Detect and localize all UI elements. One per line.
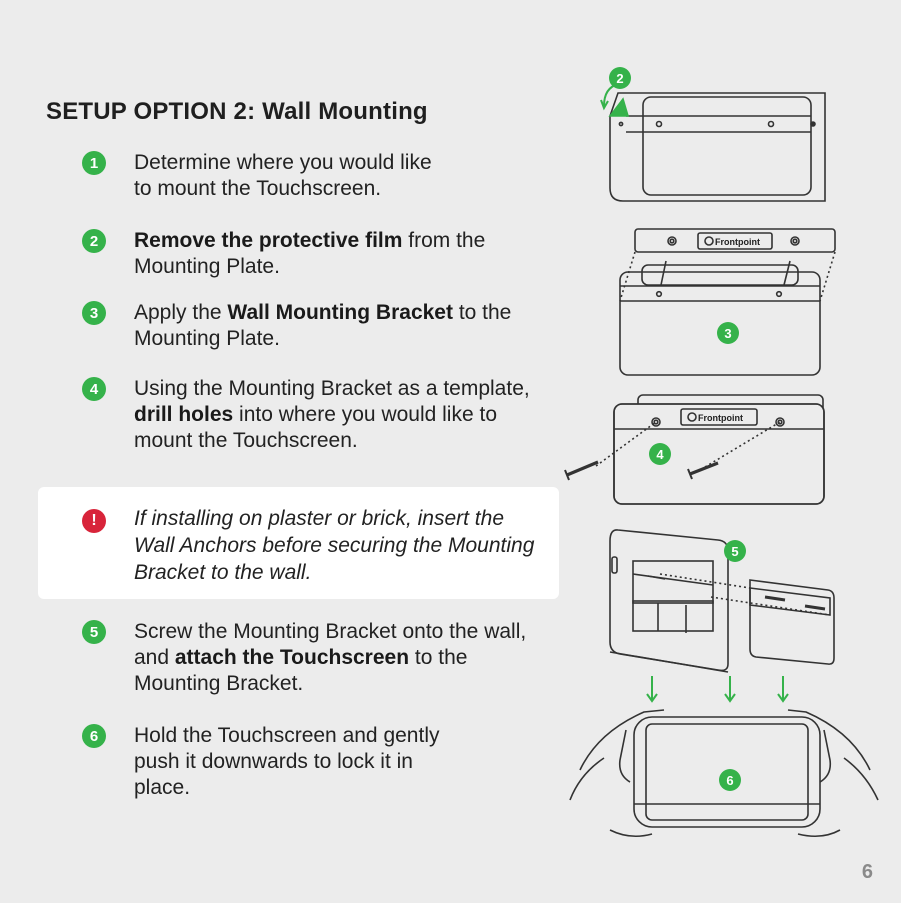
installation-illustrations: Frontpoint Frontpoint 2 3 4 5 6 [564,67,879,838]
step-number-badge: 2 [82,229,106,253]
step-text-bold: drill holes [134,403,234,426]
step-4: 4 Using the Mounting Bracket as a templa… [82,376,544,454]
step-text-rest: to the Mounting Bracket. [134,646,468,695]
step-text-bold: attach the Touchscreen [174,646,410,669]
illustration-marker-5 [724,540,746,562]
illustration-marker-number: 5 [731,544,738,559]
step-number-badge: 5 [82,620,106,644]
step-number-badge: 4 [82,377,106,401]
drill-template-illustration [564,394,825,505]
step-text-bold: Remove the protective film [134,229,403,252]
step-text-pre: Apply the [134,301,228,324]
step-3: 3 Apply the Wall Mounting Bracket to the… [82,300,524,352]
step-2: 2 Remove the protective film from the Mo… [82,228,554,280]
step-text-pre: Screw the Mounting Bracket onto the wall… [134,620,527,669]
step-text-line: Determine where you would like [134,151,432,174]
illustration-marker-number: 2 [616,71,623,86]
attach-touchscreen-illustration [609,529,835,673]
illustration-marker-6 [719,769,741,791]
step-text-pre: Using the Mounting Bracket as a template… [134,377,530,400]
step-6: 6 Hold the Touchscreen and gently push i… [82,723,464,801]
step-text: Using the Mounting Bracket as a template… [134,376,544,454]
bracket-to-plate-illustration [619,228,836,376]
step-text: Remove the protective film from the Moun… [134,228,554,280]
step-number-badge: 1 [82,151,106,175]
step-1: 1 Determine where you would like to moun… [82,150,432,202]
illustration-marker-number: 4 [656,447,664,462]
illustration-marker-2 [609,67,631,89]
step-text: Apply the Wall Mounting Bracket to the M… [134,300,524,352]
page-number: 6 [861,861,873,883]
warning-text: If installing on plaster or brick, inser… [134,507,535,584]
step-number-badge: 3 [82,301,106,325]
step-text-rest: to the Mounting Plate. [134,301,512,350]
warning-callout: ! If installing on plaster or brick, ins… [38,487,559,599]
illustration-marker-number: 3 [724,326,731,341]
step-text: Screw the Mounting Bracket onto the wall… [134,619,554,697]
push-down-illustration [569,676,879,838]
step-text-rest: from the Mounting Plate. [134,229,486,278]
step-text: Determine where you would like to mount … [134,150,432,202]
illustration-marker-4 [649,443,671,465]
bracket-brand-label: Frontpoint [715,237,760,247]
step-text-bold: Wall Mounting Bracket [227,301,453,324]
page-title: SETUP OPTION 2: Wall Mounting [46,98,428,125]
step-5: 5 Screw the Mounting Bracket onto the wa… [82,619,554,697]
illustration-marker-number: 6 [726,773,733,788]
bracket-brand-label: Frontpoint [698,413,743,423]
mounting-plate-film-illustration [600,83,826,202]
step-text: Hold the Touchscreen and gently push it … [134,724,440,799]
step-text-line: to mount the Touchscreen. [134,177,382,200]
step-text-rest: into where you would like to mount the T… [134,403,497,452]
illustration-marker-3 [717,322,739,344]
warning-icon: ! [82,509,106,533]
step-number-badge: 6 [82,724,106,748]
